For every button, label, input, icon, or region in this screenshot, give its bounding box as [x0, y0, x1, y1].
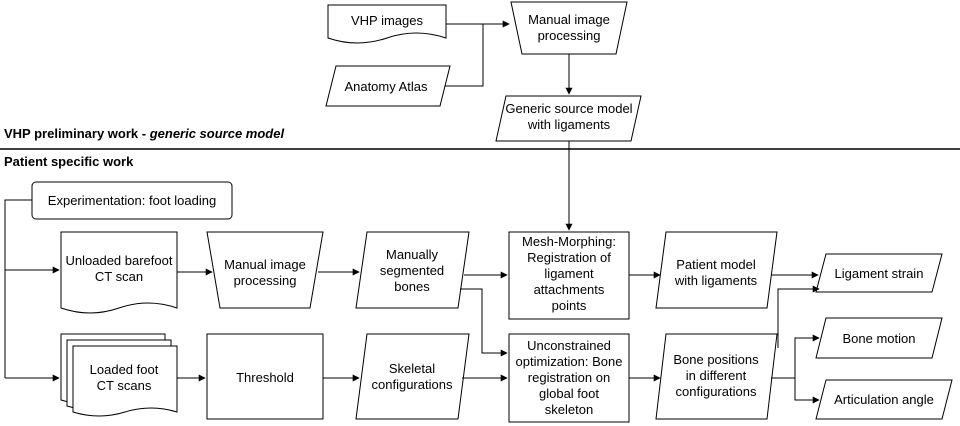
label-line: Ligament strain: [835, 266, 924, 281]
label-line: Bone motion: [843, 331, 916, 346]
bone-motion-label: Bone motion: [843, 331, 916, 346]
label-line: Manual image: [528, 12, 610, 27]
label-line: processing: [538, 28, 601, 43]
label-line: CT scan: [95, 269, 143, 284]
label-line: Threshold: [236, 370, 294, 385]
label-line: Mesh-Morphing:: [522, 234, 616, 249]
label-line: in different: [686, 368, 747, 383]
manual-image-processing-node: [206, 231, 324, 309]
edge-positions-to-strain: [777, 285, 820, 348]
section-patient-title: Patient specific work: [4, 154, 134, 169]
ligament-strain-label: Ligament strain: [835, 266, 924, 281]
edge-positions-to-articulation: [794, 378, 820, 404]
patient-model-node: [655, 231, 778, 309]
unconstrained-optimization-node: [508, 333, 630, 423]
label-line: skeleton: [545, 402, 593, 417]
label-line: Unloaded barefoot: [66, 253, 173, 268]
edge-positions-to-motion: [771, 334, 820, 379]
label-line: Experimentation: foot loading: [48, 193, 216, 208]
edge-atlas-to-processing: [445, 24, 484, 87]
label-line: ligament: [544, 266, 594, 281]
threshold-label: Threshold: [236, 370, 294, 385]
label-line: with ligaments: [674, 273, 758, 288]
label-line: Unconstrained: [527, 338, 611, 353]
loaded-ct-node: [60, 333, 178, 417]
ligament-strain-node: [815, 253, 943, 293]
articulation-angle-node: [815, 379, 953, 420]
label-line: segmented: [380, 263, 444, 278]
anatomy-atlas-node: [325, 65, 451, 107]
label-line: Patient model: [676, 257, 756, 272]
label-line: optimization: Bone: [516, 354, 623, 369]
unloaded-ct-node: [60, 231, 178, 314]
experimentation-label: Experimentation: foot loading: [48, 193, 216, 208]
label-line: Registration of: [527, 250, 611, 265]
vhp-images-node: [327, 4, 447, 44]
label-line: registration on: [528, 370, 610, 385]
manual-image-processing-top-node: [510, 1, 628, 55]
section-preliminary-title: VHP preliminary work - generic source mo…: [4, 126, 284, 141]
vhp-images-label: VHP images: [351, 13, 424, 28]
label-line: Manual image: [224, 257, 306, 272]
label-line: Loaded foot: [90, 362, 159, 377]
label-line: with ligaments: [527, 117, 611, 132]
label-line: bones: [394, 279, 430, 294]
bone-motion-node: [815, 317, 943, 359]
label-line: processing: [234, 273, 297, 288]
label-line: Generic source model: [505, 101, 632, 116]
edge-segmented-to-optimization: [460, 288, 508, 357]
label-line: CT scans: [97, 378, 152, 393]
label-line: Manually: [386, 247, 439, 262]
label-line: Anatomy Atlas: [344, 79, 428, 94]
bone-positions-node: [655, 333, 778, 420]
generic-source-model-node: [495, 95, 642, 142]
label-line: Articulation angle: [834, 392, 934, 407]
label-line: VHP images: [351, 13, 424, 28]
label-line: global foot: [539, 386, 599, 401]
anatomy-atlas-label: Anatomy Atlas: [344, 79, 428, 94]
label-line: configurations: [676, 384, 757, 399]
edge-left-trunk: [4, 199, 32, 378]
threshold-node: [206, 333, 324, 420]
label-line: Bone positions: [673, 352, 759, 367]
label-line: Skeletal: [389, 361, 435, 376]
label-line: attachments: [534, 282, 605, 297]
label-line: points: [552, 298, 587, 313]
mesh-morphing-node: [508, 231, 630, 320]
articulation-angle-label: Articulation angle: [834, 392, 934, 407]
skeletal-configurations-node: [355, 333, 470, 420]
label-line: configurations: [372, 377, 453, 392]
manually-segmented-bones-node: [355, 231, 470, 309]
